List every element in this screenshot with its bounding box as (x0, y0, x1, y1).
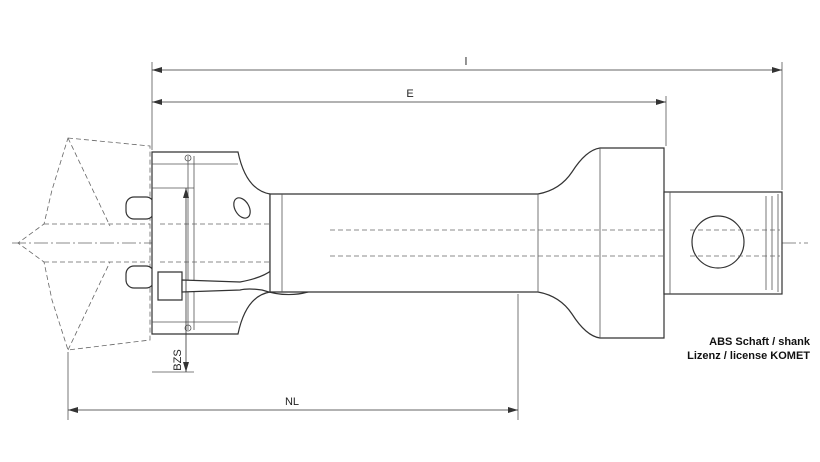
cross-bore (691, 215, 745, 269)
dimension-bzs: BZS (172, 188, 189, 372)
label-l: l (465, 56, 467, 68)
label-e: E (406, 88, 413, 100)
dimension-nominal-length: NL (68, 396, 518, 413)
note-license: Lizenz / license KOMET (687, 350, 810, 362)
abs-shank (663, 191, 783, 295)
label-nl: NL (285, 396, 299, 408)
tool-body (269, 147, 668, 339)
note-shank: ABS Schaft / shank (709, 336, 811, 348)
drill-bit-phantom (17, 137, 151, 351)
dimension-effective-length: E (152, 88, 666, 105)
label-bzs: BZS (172, 349, 184, 370)
extension-lines (67, 62, 783, 420)
dimension-overall-length: l (152, 56, 782, 73)
